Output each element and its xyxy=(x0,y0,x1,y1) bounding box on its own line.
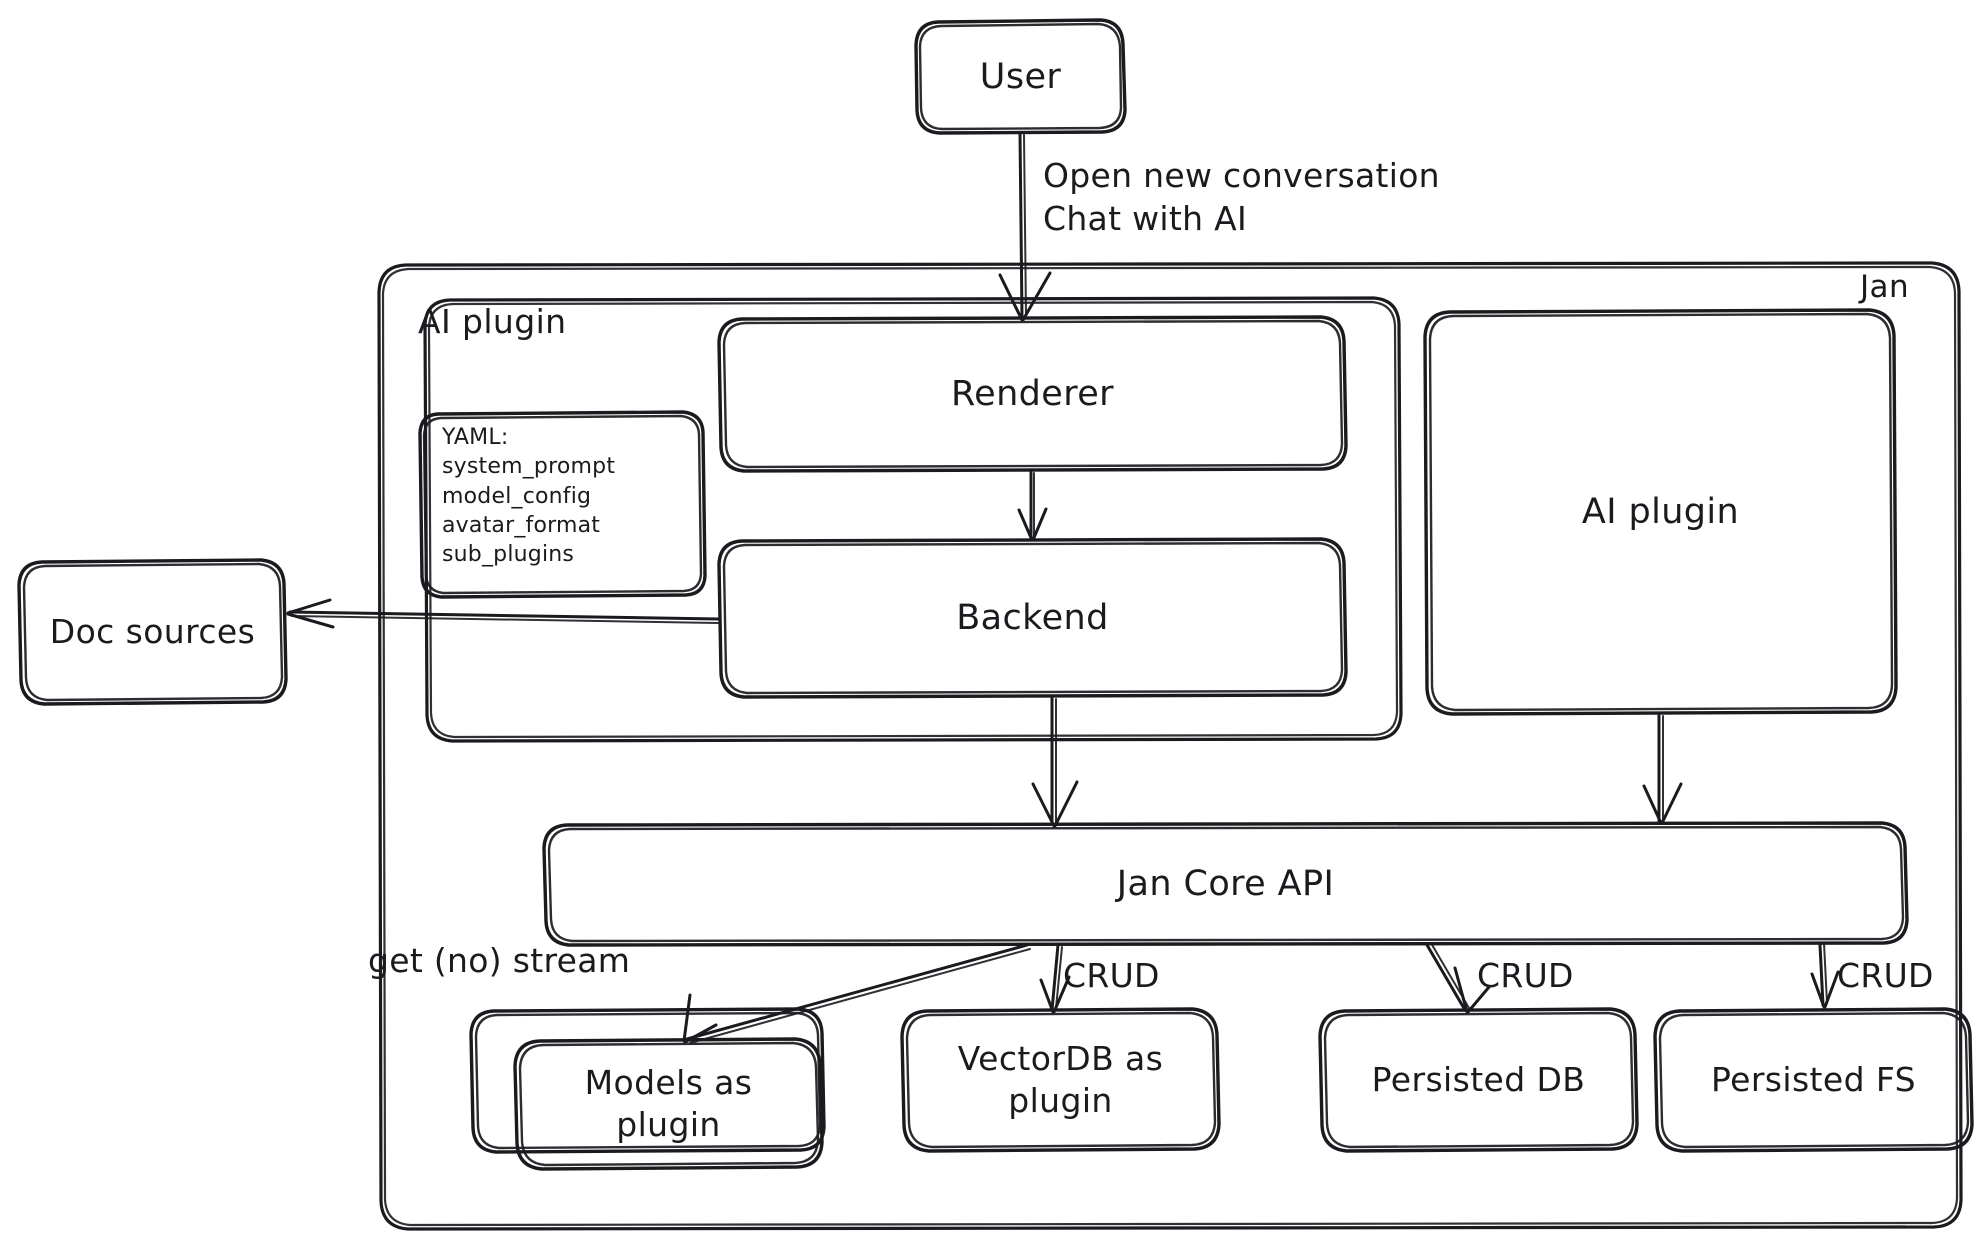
renderer-node-shape[interactable] xyxy=(717,315,1348,473)
arrow-user-to-renderer xyxy=(998,131,1052,322)
doc-sources-node-shape[interactable] xyxy=(17,558,288,706)
arrow-renderer-to-backend xyxy=(1017,469,1048,542)
arrow-core-api-to-vectordb xyxy=(1039,943,1071,1014)
arrow-ai-plugin-to-core-api xyxy=(1642,712,1683,825)
jan-core-api-node-shape[interactable] xyxy=(542,821,1909,947)
persisted-fs-node-shape[interactable] xyxy=(1653,1007,1974,1153)
arrow-backend-to-doc-sources xyxy=(286,598,720,629)
ai-plugin-group-shape xyxy=(423,296,1403,743)
persisted-db-node-shape[interactable] xyxy=(1318,1007,1639,1153)
yaml-config-box-shape xyxy=(418,410,707,599)
arrow-backend-to-core-api xyxy=(1031,695,1079,828)
models-plugin-node-shape[interactable] xyxy=(513,1037,824,1171)
models-plugin-back-shape xyxy=(469,1007,826,1154)
vectordb-plugin-node-shape[interactable] xyxy=(900,1007,1221,1153)
backend-node-shape[interactable] xyxy=(717,537,1348,699)
arrow-core-api-to-persisted-db xyxy=(1425,942,1491,1014)
arrow-core-api-to-models xyxy=(682,943,1031,1044)
arrow-core-api-to-persisted-fs xyxy=(1810,942,1840,1009)
ai-plugin-right-node-shape[interactable] xyxy=(1423,308,1898,716)
jan-container-shape xyxy=(377,261,1963,1231)
user-node-shape[interactable] xyxy=(914,18,1127,135)
